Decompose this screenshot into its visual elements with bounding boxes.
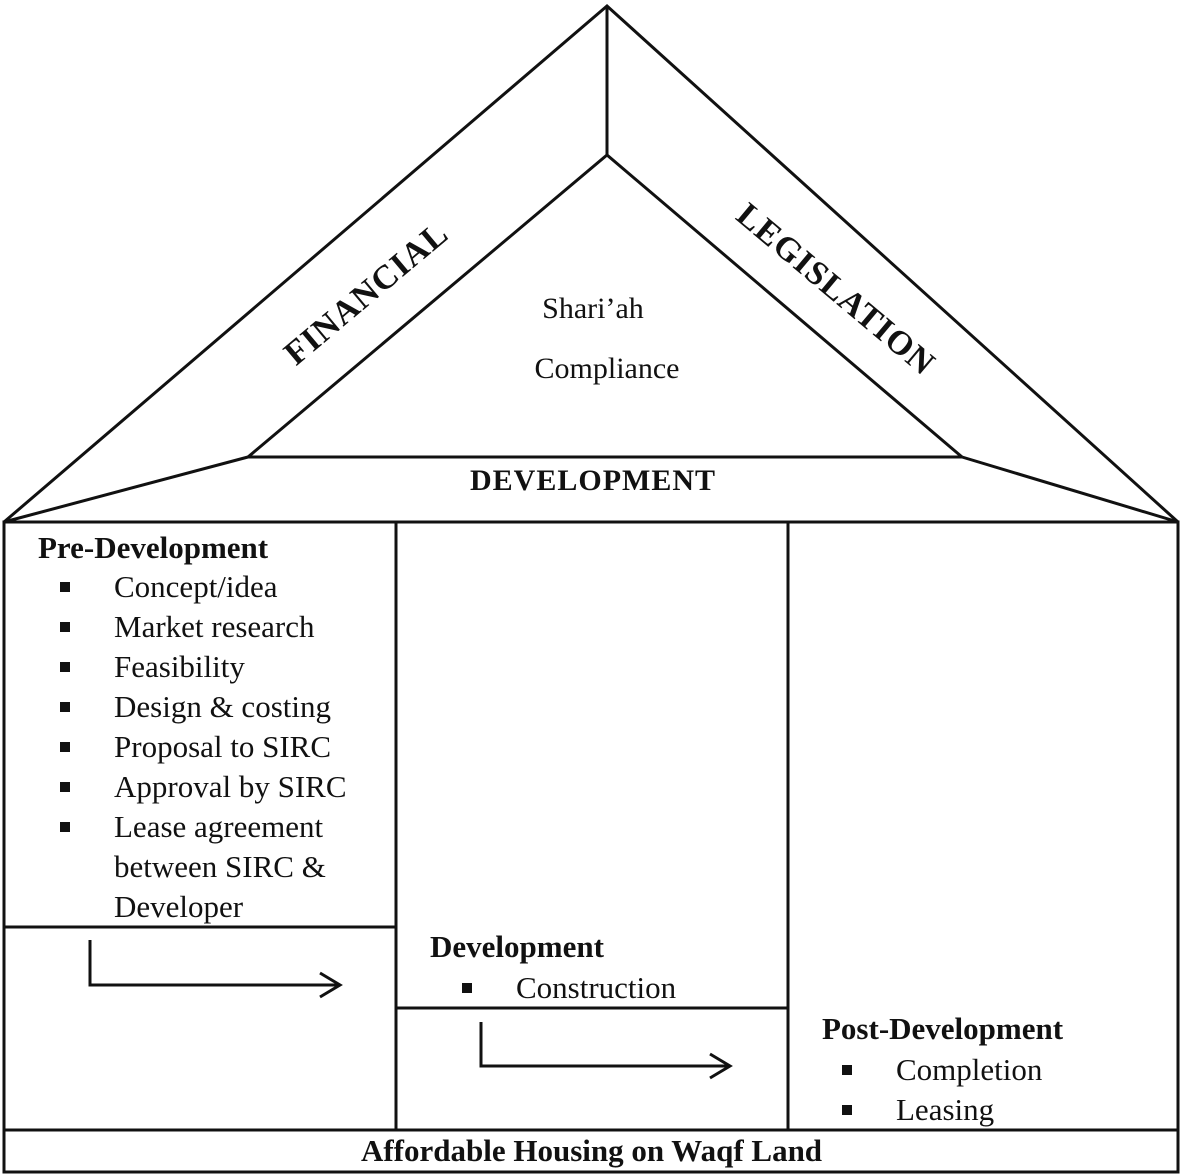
list-item: Approval by SIRC xyxy=(38,767,347,807)
arrow-pre-to-dev-head xyxy=(319,971,343,999)
list-item: Proposal to SIRC xyxy=(38,727,347,767)
roof-outline xyxy=(3,4,1180,524)
bullet-icon xyxy=(60,582,70,592)
post-development-list: Completion Leasing xyxy=(820,1050,1042,1130)
bullet-icon xyxy=(60,822,70,832)
roof-left-eave xyxy=(3,455,249,524)
bullet-icon xyxy=(60,742,70,752)
bullet-icon xyxy=(60,662,70,672)
bullet-icon xyxy=(842,1105,852,1115)
list-item: Leasing xyxy=(820,1090,1042,1130)
compliance-label: Compliance xyxy=(534,352,680,385)
base-label: Affordable Housing on Waqf Land xyxy=(360,1133,823,1168)
list-item-continuation: between SIRC & xyxy=(114,849,326,884)
pre-development-title: Pre-Development xyxy=(38,530,269,565)
list-item-continuation: Developer xyxy=(114,889,244,924)
bullet-icon xyxy=(60,622,70,632)
bullet-icon xyxy=(462,983,472,993)
bullet-icon xyxy=(842,1065,852,1075)
development-title: Development xyxy=(430,929,604,964)
development-band-label: DEVELOPMENT xyxy=(470,464,717,497)
list-item: Design & costing xyxy=(38,687,347,727)
roof-right-eave xyxy=(961,455,1179,524)
bullet-icon xyxy=(60,782,70,792)
house-body xyxy=(2,520,1180,1174)
development-list: Construction xyxy=(440,968,676,1008)
list-item: Feasibility xyxy=(38,647,347,687)
bullet-icon xyxy=(60,702,70,712)
shariah-label: Shari’ah xyxy=(542,292,644,325)
list-item: Completion xyxy=(820,1050,1042,1090)
list-item: Market research xyxy=(38,607,347,647)
pre-development-list: Concept/idea Market research Feasibility… xyxy=(38,567,347,927)
arrow-dev-to-post-head xyxy=(709,1052,733,1080)
list-item: Concept/idea xyxy=(38,567,347,607)
list-item: Construction xyxy=(440,968,676,1008)
arrow-dev-to-post xyxy=(479,1022,728,1068)
arrow-pre-to-dev xyxy=(88,940,338,987)
list-item: Lease agreement xyxy=(38,807,347,847)
post-development-title: Post-Development xyxy=(822,1011,1064,1046)
